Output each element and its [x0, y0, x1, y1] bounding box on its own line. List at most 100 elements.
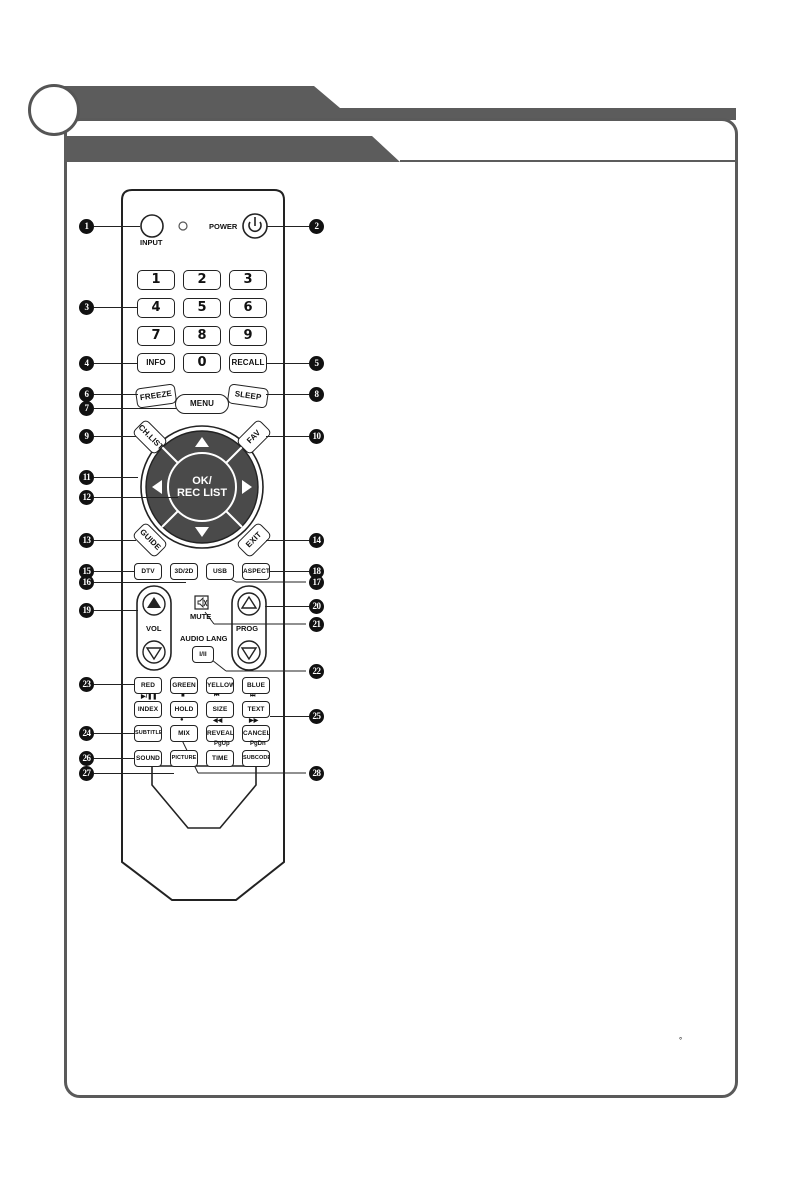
- callout-4: 4: [79, 356, 94, 371]
- size-button[interactable]: SIZE: [206, 701, 234, 718]
- time-button[interactable]: TIME: [206, 750, 234, 767]
- blue-button[interactable]: BLUE: [242, 677, 270, 694]
- cancel-button[interactable]: CANCEL: [242, 725, 270, 742]
- key-9[interactable]: 9: [229, 326, 267, 346]
- record-icon: ●: [180, 717, 184, 723]
- callout-16: 16: [79, 575, 94, 590]
- callout-27: 27: [79, 766, 94, 781]
- leader-18: [270, 571, 309, 572]
- leader-13: [94, 540, 136, 541]
- info-button[interactable]: INFO: [137, 353, 175, 373]
- leader-19: [94, 610, 138, 611]
- mix-button[interactable]: MIX: [170, 725, 198, 742]
- callout-26: 26: [79, 751, 94, 766]
- dtv-button[interactable]: DTV: [134, 563, 162, 580]
- previous-icon: ⏮: [214, 693, 220, 699]
- leader-11: [94, 477, 138, 478]
- left-arrow-icon: [152, 480, 162, 494]
- input-label: INPUT: [140, 238, 163, 247]
- index-button[interactable]: INDEX: [134, 701, 162, 718]
- leader-6: [94, 394, 138, 395]
- leader-27: [94, 773, 174, 774]
- key-6[interactable]: 6: [229, 298, 267, 318]
- red-button[interactable]: RED: [134, 677, 162, 694]
- callout-9: 9: [79, 429, 94, 444]
- key-8[interactable]: 8: [183, 326, 221, 346]
- power-label: POWER: [209, 222, 238, 231]
- pgup-label: PgUp: [214, 741, 230, 747]
- footer-mark: °: [679, 1036, 683, 1045]
- leader-23: [94, 684, 134, 685]
- i-ii-button[interactable]: I/II: [192, 646, 214, 663]
- callout-24: 24: [79, 726, 94, 741]
- section-rule: [400, 160, 738, 162]
- subtitle-button[interactable]: SUBTITLE: [134, 725, 162, 742]
- green-button[interactable]: GREEN: [170, 677, 198, 694]
- leader-9: [94, 436, 136, 437]
- callout-10: 10: [309, 429, 324, 444]
- callout-8: 8: [309, 387, 324, 402]
- callout-12: 12: [79, 490, 94, 505]
- key-2[interactable]: 2: [183, 270, 221, 290]
- callout-20: 20: [309, 599, 324, 614]
- key-5[interactable]: 5: [183, 298, 221, 318]
- rec-list-label: REC LIST: [176, 487, 228, 499]
- aspect-button[interactable]: ASPECT: [242, 563, 270, 580]
- leader-4: [94, 363, 137, 364]
- pgdn-label: PgDn: [250, 741, 266, 747]
- leader-1: [94, 226, 140, 227]
- leader-8: [266, 394, 309, 395]
- 3d-2d-button[interactable]: 3D/2D: [170, 563, 198, 580]
- leader-14: [266, 540, 309, 541]
- hold-button[interactable]: HOLD: [170, 701, 198, 718]
- vol-label: VOL: [146, 624, 162, 633]
- recall-button[interactable]: RECALL: [229, 353, 267, 373]
- play-pause-icon: ▶/❚❚: [141, 694, 158, 700]
- leader-20: [265, 606, 309, 607]
- callout-25: 25: [309, 709, 324, 724]
- sound-button[interactable]: SOUND: [134, 750, 162, 767]
- next-icon: ⏭: [250, 693, 256, 699]
- key-3[interactable]: 3: [229, 270, 267, 290]
- ok-button: [167, 452, 237, 522]
- vol-down-icon: [145, 647, 163, 661]
- mute-label: MUTE: [190, 612, 212, 621]
- leader-7: [94, 408, 176, 409]
- power-icon: [248, 221, 262, 233]
- leader-16: [94, 582, 186, 583]
- menu-button[interactable]: MENU: [175, 394, 229, 414]
- right-arrow-icon: [242, 480, 252, 494]
- section-band: [64, 136, 400, 162]
- callout-5: 5: [309, 356, 324, 371]
- key-0[interactable]: 0: [183, 353, 221, 373]
- callout-6: 6: [79, 387, 94, 402]
- key-4[interactable]: 4: [137, 298, 175, 318]
- callout-3: 3: [79, 300, 94, 315]
- leader-2: [267, 226, 309, 227]
- picture-button[interactable]: PICTURE: [170, 750, 198, 767]
- text-button[interactable]: TEXT: [242, 701, 270, 718]
- yellow-button[interactable]: YELLOW: [206, 677, 234, 694]
- mute-icon: [197, 596, 208, 609]
- callout-17: 17: [309, 575, 324, 590]
- reveal-button[interactable]: REVEAL: [206, 725, 234, 742]
- callout-28: 28: [309, 766, 324, 781]
- key-7[interactable]: 7: [137, 326, 175, 346]
- callout-1: 1: [79, 219, 94, 234]
- callout-14: 14: [309, 533, 324, 548]
- leader-25: [270, 716, 309, 717]
- callout-22: 22: [309, 664, 324, 679]
- leader-15: [94, 571, 134, 572]
- callout-13: 13: [79, 533, 94, 548]
- leader-24: [94, 733, 134, 734]
- leader-5: [267, 363, 309, 364]
- vol-up-icon: [147, 597, 161, 608]
- subcode-button[interactable]: SUBCODE: [242, 750, 270, 767]
- down-arrow-icon: [195, 527, 209, 537]
- page-number-badge: [28, 84, 80, 136]
- usb-button[interactable]: USB: [206, 563, 234, 580]
- up-arrow-icon: [195, 437, 209, 447]
- callout-23: 23: [79, 677, 94, 692]
- key-1[interactable]: 1: [137, 270, 175, 290]
